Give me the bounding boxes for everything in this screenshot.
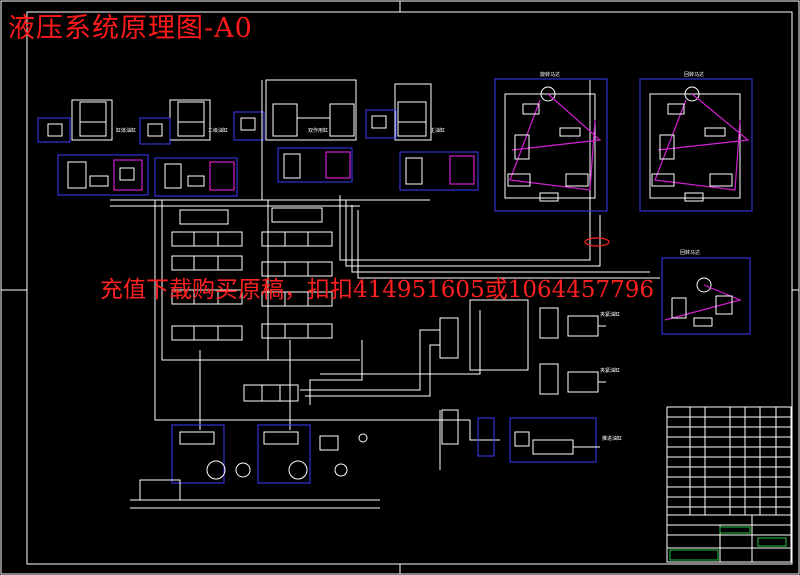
svg-text:回转马达: 回转马达 (680, 249, 700, 256)
svg-text:夹紧油缸: 夹紧油缸 (600, 311, 620, 318)
actuator-group-4: 主油缸 (365, 83, 479, 191)
svg-text:主油缸: 主油缸 (430, 127, 445, 134)
svg-text:推进油缸: 推进油缸 (602, 435, 622, 442)
feed-cylinder: 推进油缸 (441, 409, 622, 463)
main-pipelines (110, 80, 660, 509)
watermark-text: 充值下载购买原稿，扣扣414951605或1064457796 (100, 277, 655, 303)
pump-station (139, 424, 368, 501)
svg-text:双作用缸: 双作用缸 (308, 127, 328, 134)
rotary-module-2: 回转马达 (639, 71, 753, 212)
title-block (666, 406, 792, 563)
actuator-group-2: 二级油缸 (139, 99, 238, 197)
actuator-group-1: 缸体油缸 (37, 99, 149, 196)
svg-text:旋转马达: 旋转马达 (540, 71, 560, 78)
marker-ellipse (584, 237, 610, 247)
rotary-module-3: 回转马达 (661, 249, 751, 335)
svg-text:缸体油缸: 缸体油缸 (116, 127, 136, 134)
svg-text:二级油缸: 二级油缸 (208, 127, 228, 134)
drawing-frame (26, 11, 793, 565)
directional-valve-bank (171, 207, 333, 402)
rotary-module-1: 旋转马达 (494, 71, 608, 212)
actuator-group-3: 双作用缸 (233, 79, 357, 183)
drawing-title: 液压系统原理图-A0 (8, 13, 253, 44)
clamp-cylinders: 夹紧油缸 夹紧油缸 (439, 299, 620, 395)
svg-text:回转马达: 回转马达 (684, 71, 704, 78)
svg-text:夹紧油缸: 夹紧油缸 (600, 367, 620, 374)
